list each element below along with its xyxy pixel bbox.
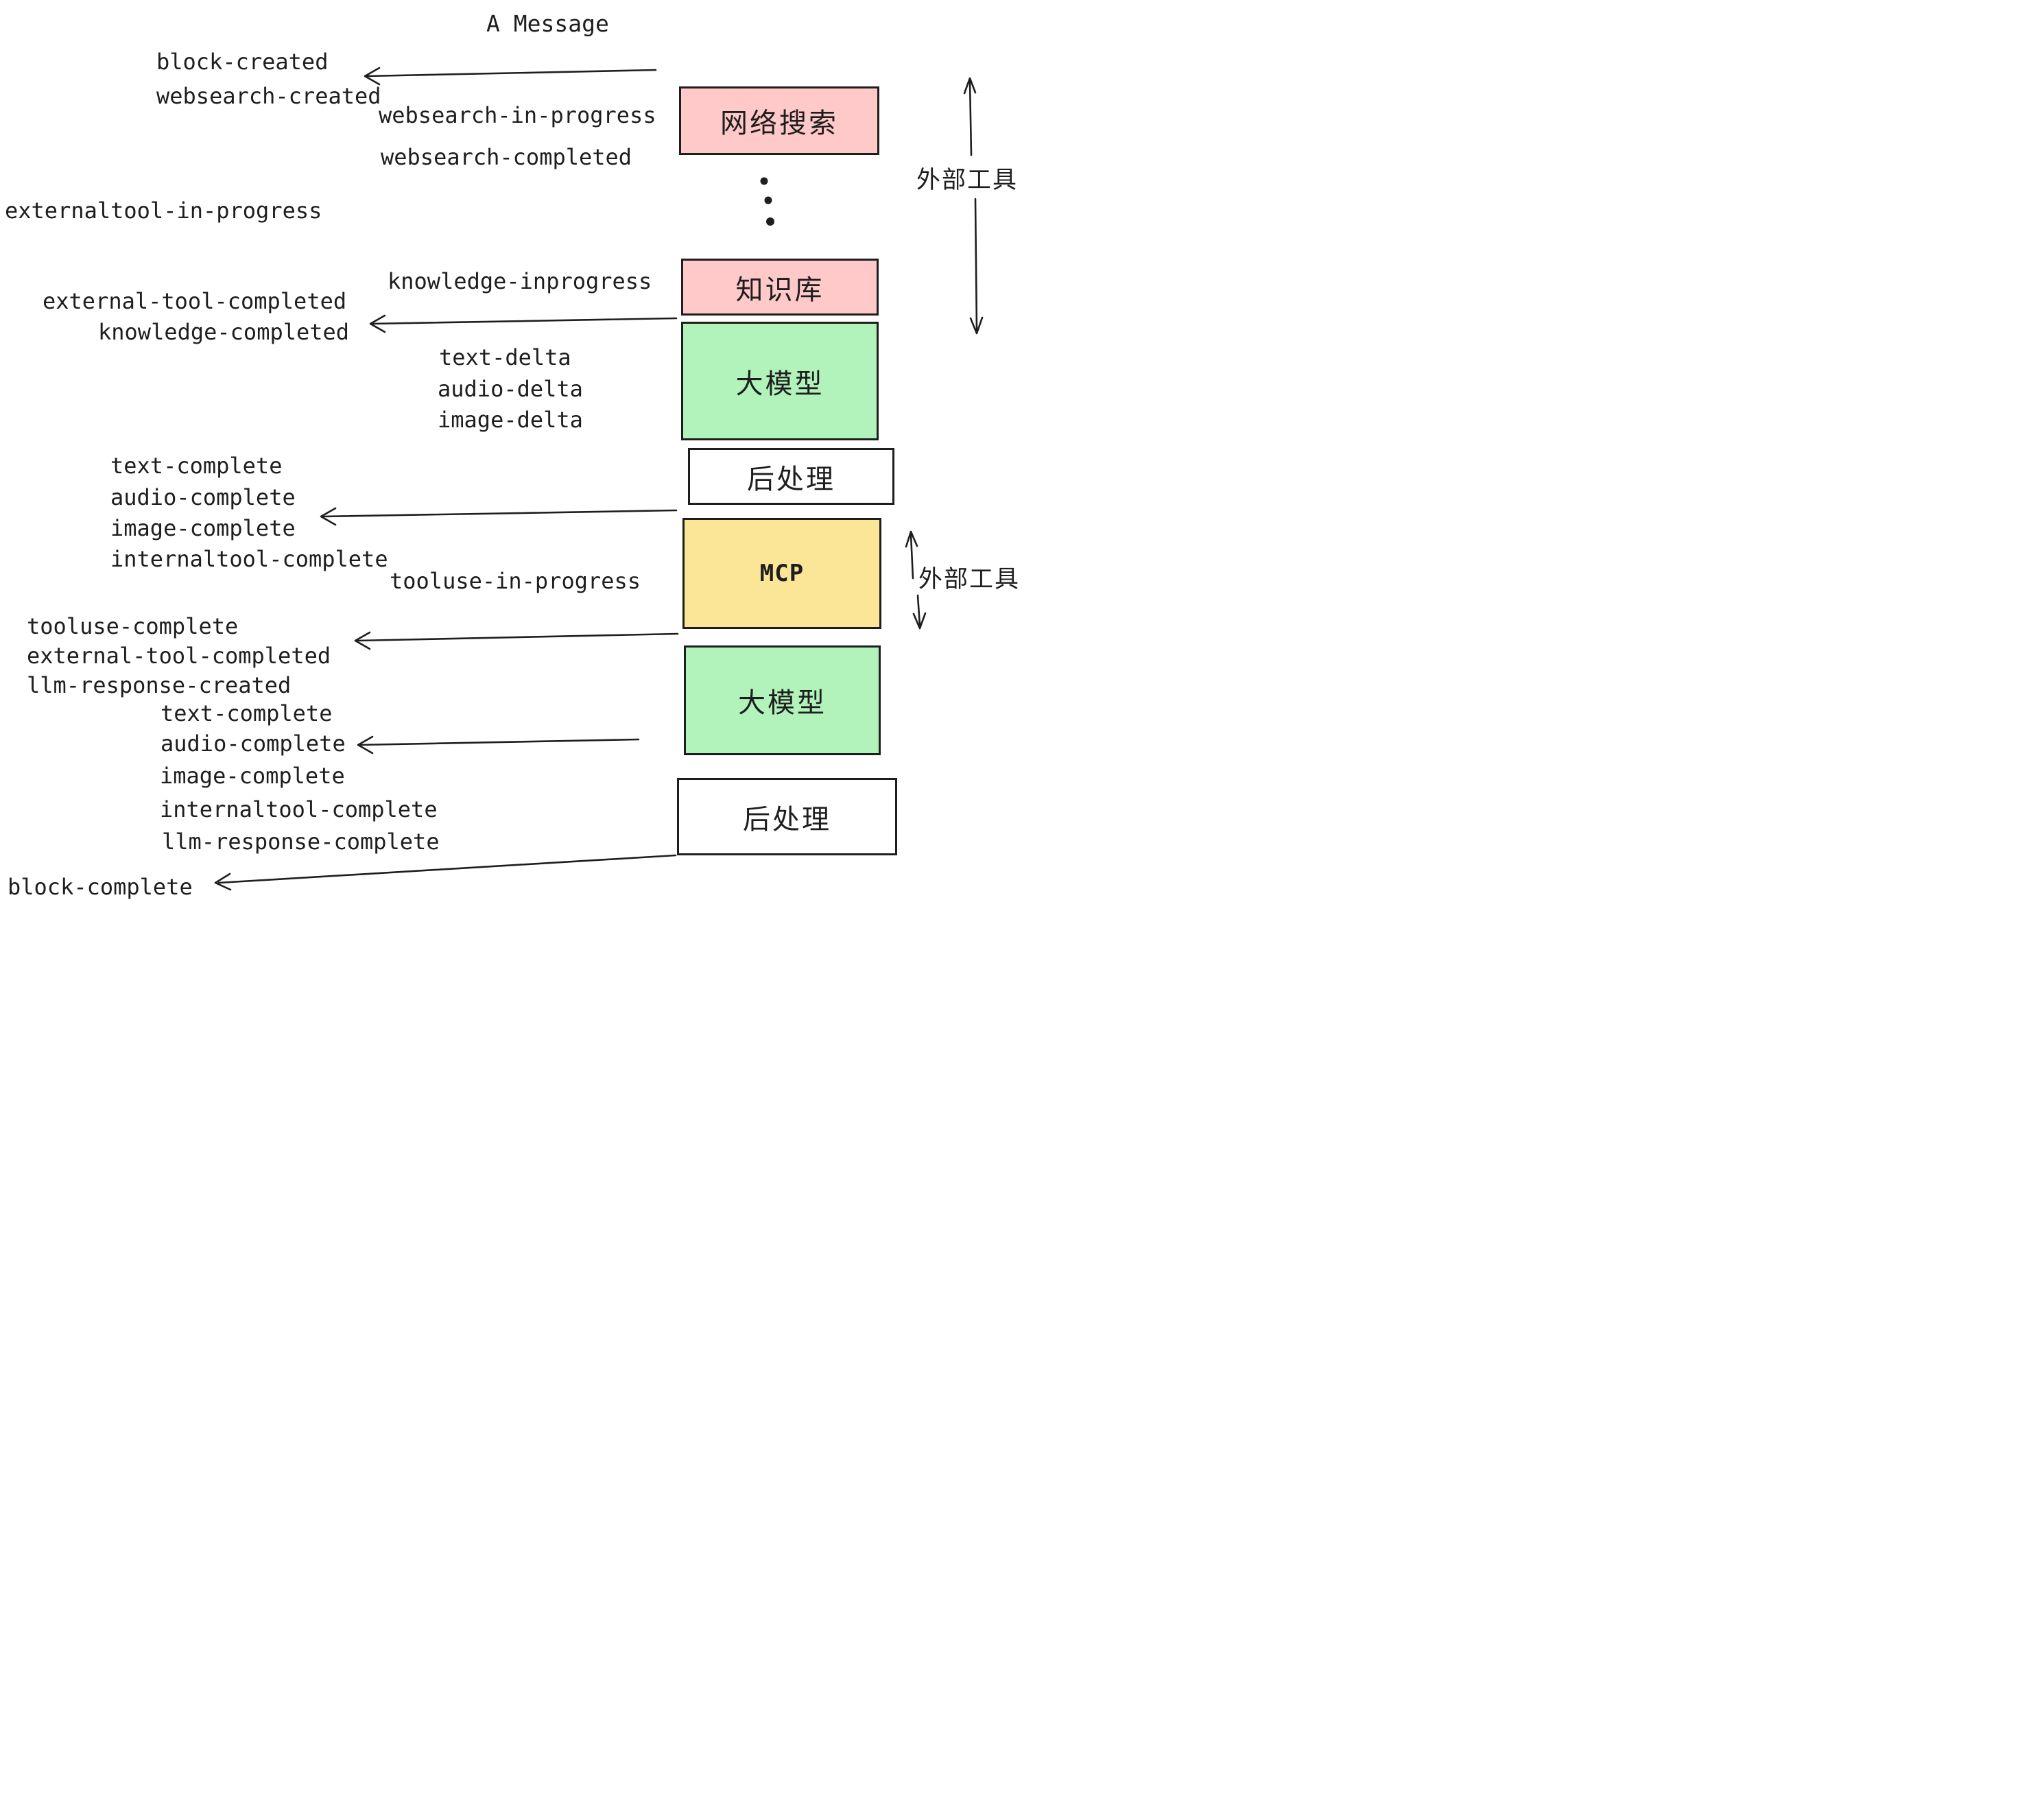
event-text-complete-2: text-complete [161,700,333,726]
arrow-to-block-complete [214,854,677,891]
event-llm-response-created: llm-response-created [27,672,292,698]
event-audio-delta: audio-delta [438,376,583,402]
external-tools-label-top: 外部工具 [916,167,1019,194]
arrow-to-image-complete [320,507,678,526]
arrow-to-knowledge-completed [369,314,678,333]
event-text-delta: text-delta [439,344,571,370]
node-knowledge: 知识库 [681,259,879,316]
external-tools-up-arrow-top [963,77,977,156]
node-llm-1-label: 大模型 [735,368,824,400]
event-internaltool-complete-2: internaltool-complete [160,796,438,822]
event-external-tool-completed: external-tool-completed [43,288,347,314]
event-tooluse-in-progress: tooluse-in-progress [390,568,641,594]
event-text-complete: text-complete [110,453,283,479]
event-knowledge-completed: knowledge-completed [98,319,350,345]
message-flow-diagram: A Message block-created websearch-create… [0,0,1022,902]
event-internaltool-complete: internaltool-complete [110,546,388,572]
node-postprocess-2: 后处理 [677,778,897,855]
arrow-to-tooluse-complete [354,631,679,650]
event-websearch-in-progress: websearch-in-progress [379,102,656,128]
node-knowledge-label: 知识库 [735,274,824,306]
external-tools-up-arrow-mid [905,530,918,580]
event-knowledge-inprogress: knowledge-inprogress [388,268,652,294]
event-image-complete-2: image-complete [160,763,345,789]
event-llm-response-complete: llm-response-complete [162,829,440,855]
event-image-complete: image-complete [110,515,296,541]
arrow-to-audio-complete [357,735,640,755]
event-external-tool-completed-2: external-tool-completed [27,643,331,669]
event-block-complete: block-complete [8,874,193,900]
node-llm-2: 大模型 [684,645,881,755]
event-image-delta: image-delta [438,407,583,433]
arrow-to-websearch-created [364,67,657,86]
node-llm-2-label: 大模型 [738,687,827,719]
node-mcp: MCP [682,518,881,629]
node-postprocess-1-label: 后处理 [747,463,835,495]
event-audio-complete-2: audio-complete [161,731,346,757]
diagram-title: A Message [486,10,609,37]
node-websearch: 网络搜索 [679,86,879,155]
node-postprocess-2-label: 后处理 [743,803,831,835]
external-tools-down-arrow-mid [912,594,927,630]
event-externaltool-in-progress: externaltool-in-progress [5,198,322,224]
node-llm-1: 大模型 [681,322,879,440]
node-postprocess-1: 后处理 [688,448,894,505]
external-tools-down-arrow-top [969,198,984,335]
event-websearch-completed: websearch-completed [381,144,632,170]
external-tools-label-mid: 外部工具 [918,566,1021,593]
node-mcp-label: MCP [759,560,805,587]
ellipsis-dots [760,177,774,226]
event-audio-complete: audio-complete [110,484,296,510]
event-tooluse-complete: tooluse-complete [27,613,239,639]
event-websearch-created: websearch-created [156,83,381,109]
event-block-created: block-created [156,49,329,75]
node-websearch-label: 网络搜索 [720,108,838,139]
